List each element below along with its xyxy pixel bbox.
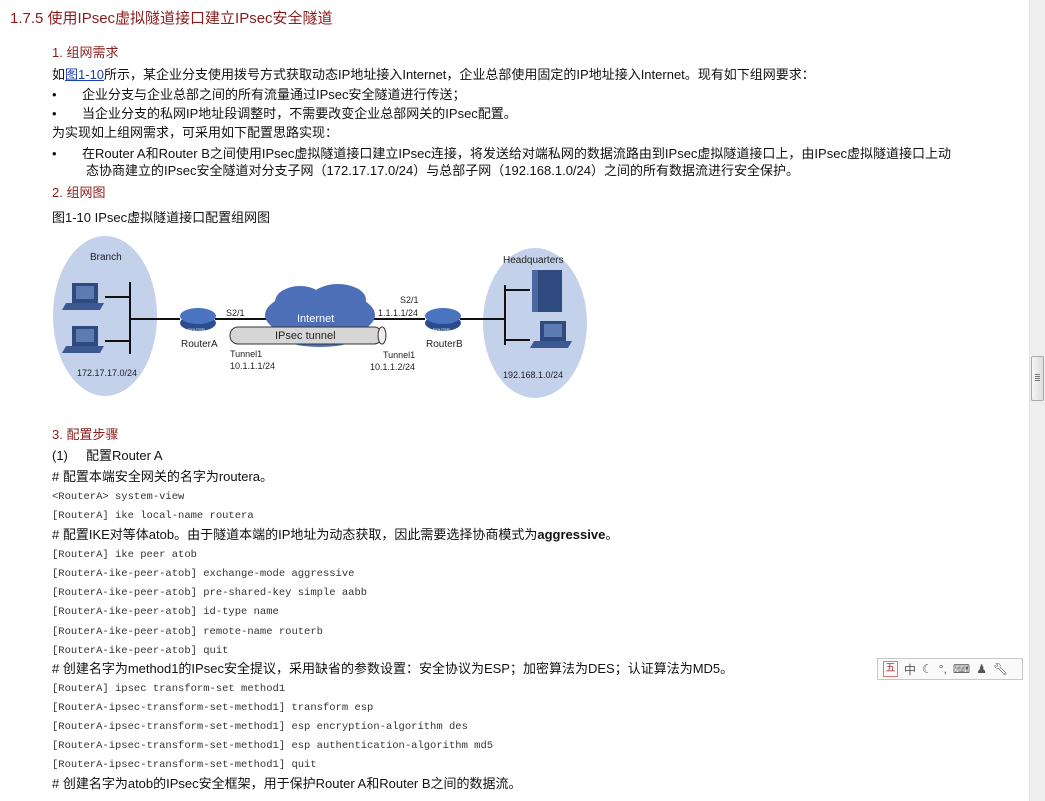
intro-text: 所示，某企业分支使用拨号方式获取动态IP地址接入Internet，企业总部使用固… [104,67,815,82]
tunnel-label: IPsec tunnel [275,330,336,342]
comment-bold: aggressive [537,527,606,542]
network-diagram: Branch 172.17.17.0/24 Headquarters 192.1… [53,236,587,398]
router-badge: ROUTER [433,327,450,332]
server-icon [532,270,562,312]
router-b-tunnel: Tunnel1 [383,350,415,360]
section3-heading: 3. 配置步骤 [52,427,119,442]
ime-chinese-mode-button[interactable]: 中 [904,662,917,677]
code-line: [RouterA-ipsec-transform-set-method1] es… [52,721,468,733]
user-icon[interactable]: ♟ [976,662,988,676]
router-b-ip: 1.1.1.1/24 [378,308,418,318]
code-line: [RouterA] ipsec transform-set method1 [52,683,286,695]
bullet: • [52,106,57,121]
router-b-tunnel-ip: 10.1.1.2/24 [370,362,415,372]
code-line: [RouterA] ike peer atob [52,549,197,561]
bullet: • [52,146,57,161]
comment: # 配置本端安全网关的名字为routera。 [52,469,274,484]
keyboard-icon[interactable]: ⌨ [952,662,971,676]
pc-icon [62,326,104,353]
router-b-interface: S2/1 [400,295,419,305]
page-title: 1.7.5 使用IPsec虚拟隧道接口建立IPsec安全隧道 [10,10,333,27]
comment-text: # 配置IKE对等体atob。由于隧道本端的IP地址为动态获取，因此需要选择协商… [52,527,538,542]
section1-heading: 1. 组网需求 [52,45,119,60]
router-a-label: RouterA [181,339,218,350]
ime-wubi-button[interactable]: 五 [883,661,898,677]
code-line: [RouterA-ipsec-transform-set-method1] es… [52,740,494,752]
pc-icon [530,321,572,348]
branch-subnet: 172.17.17.0/24 [77,368,137,378]
pc-icon [62,283,104,310]
vertical-scrollbar[interactable] [1029,0,1045,801]
hq-subnet: 192.168.1.0/24 [503,370,563,380]
code-line: [RouterA-ipsec-transform-set-method1] qu… [52,759,317,771]
bullet: • [52,87,57,102]
hq-label: Headquarters [503,255,564,266]
code-line: <RouterA> system-view [52,491,185,503]
figure-caption: 图1-10 IPsec虚拟隧道接口配置组网图 [52,210,271,225]
internet-label: Internet [297,313,334,325]
code-line: [RouterA-ike-peer-atob] exchange-mode ag… [52,568,355,580]
wrench-icon[interactable]: 🔧︎ [993,662,1009,676]
section2-heading: 2. 组网图 [52,185,106,200]
router-a-tunnel: Tunnel1 [230,349,262,359]
code-line: [RouterA-ike-peer-atob] remote-name rout… [52,626,323,638]
bullet-text-continued: 态协商建立的IPsec安全隧道对分支子网（172.17.17.0/24）与总部子… [86,163,800,178]
router-a-interface: S2/1 [226,308,245,318]
router-badge: ROUTER [188,327,205,332]
comment: # 创建名字为atob的IPsec安全框架，用于保护Router A和Route… [52,776,522,791]
tunnel-pipe [229,326,387,345]
links [105,282,530,354]
comment: # 创建名字为method1的IPsec安全提议，采用缺省的参数设置：安全协议为… [52,661,734,676]
code-line: [RouterA-ike-peer-atob] id-type name [52,606,279,618]
intro-prefix: 如 [52,67,66,82]
branch-zone [53,236,157,396]
code-line: [RouterA-ike-peer-atob] pre-shared-key s… [52,587,368,599]
comment-suffix: 。 [605,527,619,542]
intro-paragraph: 如图1-10所示，某企业分支使用拨号方式获取动态IP地址接入Internet，企… [52,66,815,83]
bullet-text: 当企业分支的私网IP地址段调整时，不需要改变企业总部网关的IPsec配置。 [82,106,517,121]
router-icon: ROUTER [425,308,461,332]
bullet-text: 企业分支与企业总部之间的所有流量通过IPsec安全隧道进行传送； [82,87,466,102]
code-line: [RouterA-ike-peer-atob] quit [52,645,229,657]
router-icon: ROUTER [180,308,216,332]
ime-punctuation-button[interactable]: °, [938,662,947,676]
ime-toolbar: 五 中 ☾ °, ⌨ ♟ 🔧︎ [877,658,1023,680]
moon-icon[interactable]: ☾ [922,662,933,676]
step-heading: (1) 配置Router A [52,448,163,463]
code-line: [RouterA] ike local-name routera [52,510,254,522]
bullet-text: 在Router A和Router B之间使用IPsec虚拟隧道接口建立IPsec… [82,146,951,161]
approach-text: 为实现如上组网需求，可采用如下配置思路实现： [52,125,339,140]
scrollbar-thumb[interactable] [1031,356,1044,401]
branch-label: Branch [90,252,122,263]
router-b-label: RouterB [426,339,463,350]
comment: # 配置IKE对等体atob。由于隧道本端的IP地址为动态获取，因此需要选择协商… [52,526,618,543]
figure-link[interactable]: 图1-10 [65,67,105,82]
router-a-tunnel-ip: 10.1.1.1/24 [230,361,275,371]
code-line: [RouterA-ipsec-transform-set-method1] tr… [52,702,374,714]
